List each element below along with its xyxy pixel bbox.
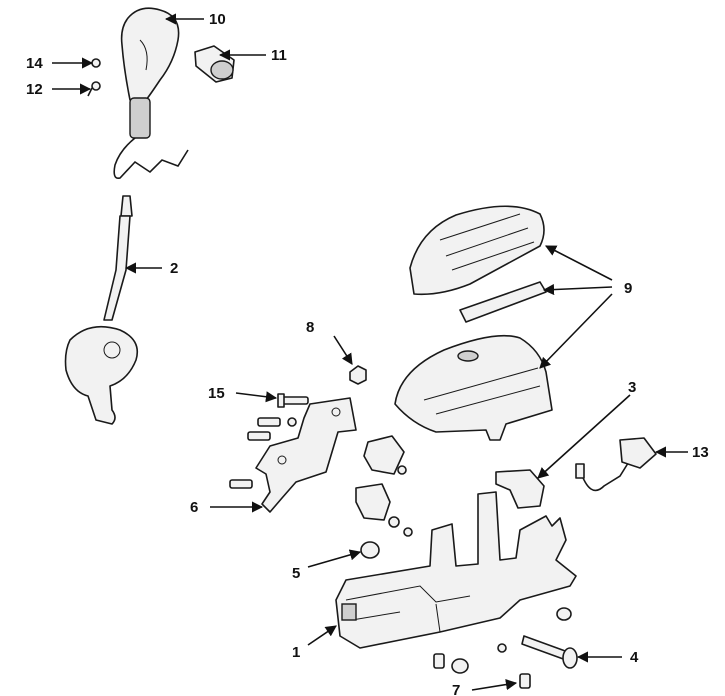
callout-15: 15 xyxy=(208,385,225,402)
indicator-plate xyxy=(459,281,547,323)
bushing-5 xyxy=(360,541,380,559)
callout-4: 4 xyxy=(630,649,639,666)
callout-14: 14 xyxy=(26,55,43,72)
knob-button xyxy=(194,45,235,83)
callout-12: 12 xyxy=(26,81,43,98)
shift-lock-solenoid xyxy=(363,435,407,475)
clip-14 xyxy=(91,58,101,68)
shift-knob xyxy=(113,7,189,180)
harness-13 xyxy=(575,437,657,492)
callout-6: 6 xyxy=(190,499,198,516)
pin-4 xyxy=(521,607,578,669)
callout-arrows xyxy=(52,13,688,691)
callout-11: 11 xyxy=(271,47,287,64)
callout-5: 5 xyxy=(292,565,300,582)
callout-1: 1 xyxy=(292,644,300,661)
callout-8: 8 xyxy=(306,319,314,336)
callout-3: 3 xyxy=(628,379,636,396)
nut-8 xyxy=(349,365,367,385)
callout-labels: 10 11 14 12 2 9 8 15 3 13 6 5 1 4 7 xyxy=(26,11,709,696)
callout-7: 7 xyxy=(452,682,460,696)
indicator-cover xyxy=(409,205,545,296)
bolt-15 xyxy=(277,393,309,408)
callout-10: 10 xyxy=(209,11,226,28)
bolt-set xyxy=(229,417,297,489)
shift-lever xyxy=(64,195,139,425)
callout-9: 9 xyxy=(624,280,632,297)
screw-12 xyxy=(87,81,101,97)
switch-3 xyxy=(495,469,545,509)
park-switch xyxy=(355,483,413,537)
bracket-6 xyxy=(255,397,357,513)
console-bezel xyxy=(394,334,553,441)
base-assembly xyxy=(335,491,577,649)
fastener-set-7 xyxy=(433,643,531,689)
callout-13: 13 xyxy=(692,444,709,461)
callout-2: 2 xyxy=(170,260,178,277)
